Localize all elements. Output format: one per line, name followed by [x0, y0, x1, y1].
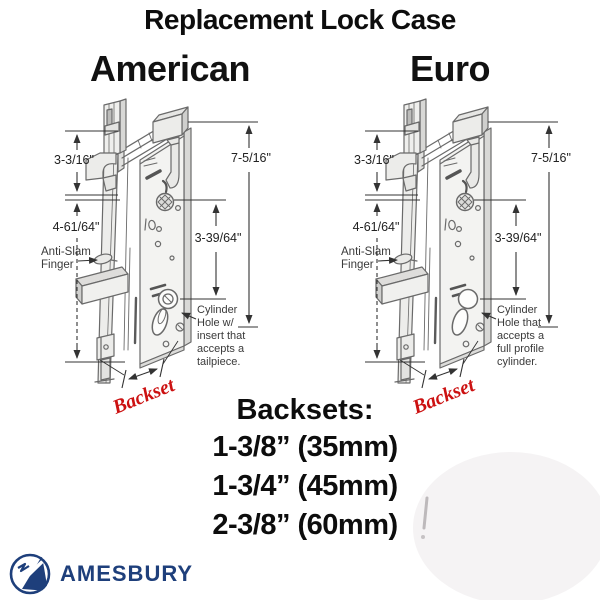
backsets-list: Backsets: 1-3/8” (35mm) 1-3/4” (45mm) 2-…: [140, 392, 470, 545]
cylinder-note-line1: Cylinder: [197, 304, 238, 316]
euro-lock-diagram: 3-3/16" 4-61/64" 7-5/16" 3-39/64" Anti-S…: [341, 98, 571, 419]
cylinder-note-line4: accepts a: [197, 343, 245, 355]
backsets-heading: Backsets:: [236, 394, 374, 426]
cylinder-note-line3: accepts a: [497, 330, 545, 342]
dim-lower-section: 4-61/64": [353, 220, 400, 234]
dim-hub-to-cylinder: 3-39/64": [195, 231, 242, 245]
cylinder-note-line3: insert that: [197, 330, 245, 342]
dim-overall-height: 7-5/16": [531, 151, 571, 165]
dim-overall-height: 7-5/16": [231, 151, 271, 165]
anti-slam-label-line1: Anti-Slam: [341, 246, 391, 258]
backset-size-3: 2-3/8” (60mm): [212, 509, 398, 541]
column-heading-american: American: [89, 48, 251, 89]
cylinder-note-line2: Hole w/: [197, 317, 235, 329]
anti-slam-label-line2: Finger: [41, 259, 74, 271]
anti-slam-label-line2: Finger: [341, 259, 374, 271]
american-lock-diagram: 3-3/16" 4-61/64" 7-5/16" 3-39/64" Anti-S…: [41, 98, 271, 419]
dim-upper-section: 3-3/16": [354, 153, 394, 167]
cylinder-note-line4: full profile: [497, 343, 544, 355]
backset-size-1: 1-3/8” (35mm): [212, 431, 398, 463]
dim-upper-section: 3-3/16": [54, 153, 94, 167]
faint-smudge-mark: [421, 496, 429, 539]
brand-name: AMESBURY: [60, 561, 194, 586]
cylinder-insert-detail: [157, 293, 174, 325]
cylinder-note-line1: Cylinder: [497, 304, 538, 316]
backset-size-2: 1-3/4” (45mm): [212, 470, 398, 502]
cylinder-note-line5: tailpiece.: [197, 356, 240, 368]
cylinder-note-line2: Hole that: [497, 317, 541, 329]
page-title: Replacement Lock Case: [144, 4, 456, 35]
lock-case-art-euro: [374, 98, 493, 385]
dim-lower-section: 4-61/64": [53, 220, 100, 234]
lock-case-art-american: [74, 98, 193, 385]
amesbury-logo-icon: [9, 553, 51, 595]
amesbury-logo: AMESBURY: [8, 552, 193, 596]
anti-slam-label-line1: Anti-Slam: [41, 246, 91, 258]
dimension-lines: [365, 121, 558, 389]
dim-hub-to-cylinder: 3-39/64": [495, 231, 542, 245]
column-heading-euro: Euro: [409, 48, 491, 89]
cylinder-note-line5: cylinder.: [497, 356, 537, 368]
faint-watermark-circle: [413, 452, 600, 600]
dimension-lines: [65, 121, 258, 389]
